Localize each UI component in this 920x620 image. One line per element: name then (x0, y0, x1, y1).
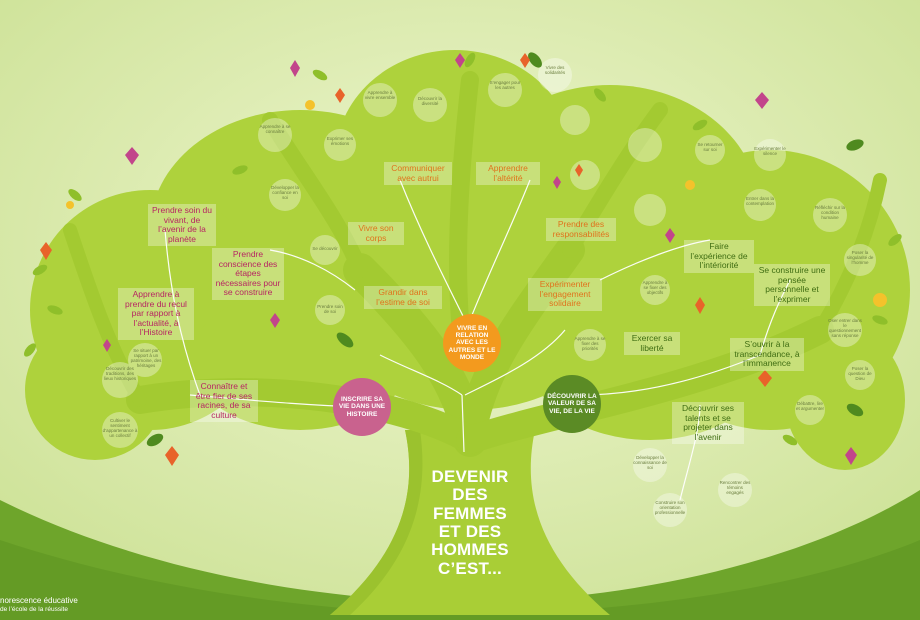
branch-pensee: Se construire une pensée personnelle et … (754, 264, 830, 307)
small-label: Cultiver le sentiment d’appartenance à u… (102, 418, 138, 439)
ground-highlight (0, 540, 920, 620)
small-label: Découvrir des traditions, des lieux hist… (103, 366, 137, 382)
branch-communiquer: Communiquer avec autrui (384, 162, 452, 186)
small-label: Oser entrer dans le questionnement sans … (828, 318, 862, 339)
small-label: Développer la connaissance de soi (633, 455, 667, 471)
hub-relation-circle (443, 314, 501, 372)
small-label: Expérimenter le silence (754, 146, 786, 157)
small-label: Réfléchir sur la condition humaine (814, 205, 845, 221)
branch-talents: Découvrir ses talents et se projeter dan… (672, 402, 744, 445)
canopy (25, 50, 910, 470)
small-label: S’engager pour les autres (489, 80, 521, 91)
hub-valeur-circle (543, 375, 601, 433)
label-bubbles (102, 58, 876, 527)
small-label: Exprimer ses émotions (326, 136, 354, 147)
trunk-shade (330, 430, 423, 615)
hub-histoire: INSCRIRE SA VIE DANS UNE HISTOIRE (338, 396, 386, 418)
branch-corps: Vivre son corps (348, 222, 404, 246)
branches (63, 71, 887, 457)
footer-text: norescence éducative de l’école de la ré… (0, 596, 140, 615)
small-label: Découvrir la diversité (417, 96, 442, 107)
small-label: Apprendre à vivre ensemble (364, 90, 396, 101)
small-label: Rencontrer des témoins engagés (719, 480, 751, 496)
small-label: Poser la question de Dieu (848, 366, 872, 382)
ground (0, 490, 920, 620)
trunk (330, 430, 610, 615)
connector-lines (164, 179, 791, 501)
small-label: Se découvrir (312, 246, 338, 251)
small-label: Apprendre à se fixer des priorités (574, 336, 606, 352)
leaves (24, 52, 902, 466)
footer-line-2: de l’école de la réussite (0, 606, 68, 614)
small-label: Apprendre à se fixer des objectifs (642, 280, 668, 296)
branch-liberte: Exercer sa liberté (624, 332, 680, 356)
branch-prendre-soin: Prendre soin du vivant, de l’avenir de l… (148, 204, 216, 247)
branch-conscience: Prendre conscience des étapes nécessaire… (212, 248, 284, 300)
branch-recul: Apprendre à prendre du recul par rapport… (118, 288, 194, 340)
branch-engagement: Expérimenter l’engagement solidaire (528, 278, 602, 311)
small-label: Entrer dans la contemplation (745, 196, 775, 207)
diagram-title: DEVENIR DES FEMMES ET DES HOMMES C’EST..… (431, 467, 509, 578)
small-label: Construire son orientation professionnel… (654, 500, 686, 516)
footer-line-1: norescence éducative (0, 596, 78, 605)
branch-interiorite: Faire l’expérience de l’intériorité (684, 240, 754, 273)
small-label: Se situer par rapport à un patrimoine, d… (130, 348, 162, 369)
small-label: Vivre des solidarités (544, 65, 566, 76)
branch-responsabilites: Prendre des responsabilités (546, 218, 616, 242)
small-label: Poser la singularité de l’homme (846, 250, 874, 266)
hub-histoire-circle (333, 378, 391, 436)
hub-valeur: DÉCOUVRIR LA VALEUR DE SA VIE, DE LA VIE (547, 393, 597, 415)
hub-relation: VIVRE EN RELATION AVEC LES AUTRES ET LE … (448, 325, 496, 361)
small-label: Développer la confiance en soi (271, 185, 299, 201)
branch-transcendance: S’ouvrir à la transcendance, à l’immanen… (730, 338, 804, 371)
branch-racines: Connaître et être fier de ses racines, d… (190, 380, 258, 423)
branch-estime: Grandir dans l’estime de soi (364, 286, 442, 310)
small-label: Prendre soin de soi (317, 304, 343, 315)
branch-alterite: Apprendre l’altérité (476, 162, 540, 186)
small-label: Se retourner sur soi (697, 142, 723, 153)
small-label: Apprendre à se connaître (259, 124, 291, 135)
small-label: Débattre, lire et argumenter (795, 401, 824, 412)
